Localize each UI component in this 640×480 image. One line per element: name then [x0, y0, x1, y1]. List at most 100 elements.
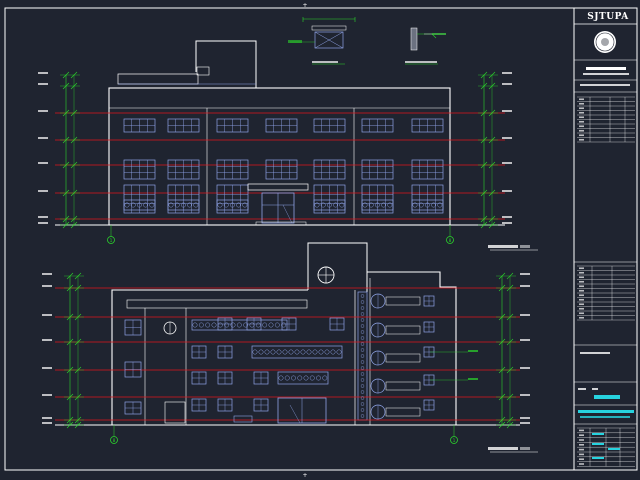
lower-window-panel	[277, 371, 329, 385]
title-block-table-upper	[577, 96, 635, 143]
level-tag	[520, 367, 530, 369]
upper-window	[216, 118, 249, 133]
grid-label-upper-right: 8	[449, 238, 452, 243]
title-block-signature-table	[577, 265, 635, 321]
stack-ornament	[360, 342, 365, 346]
stack-ornament	[360, 354, 365, 358]
upper-window	[313, 118, 346, 133]
dimension-column-upper-right	[478, 71, 498, 229]
dimension-column-lower-right	[496, 272, 516, 429]
title-block-table-bottom	[577, 427, 635, 467]
level-tag	[38, 72, 48, 74]
stack-ornament	[360, 414, 365, 418]
level-tag	[42, 394, 52, 396]
grid-label-lower-right: 1	[453, 438, 456, 443]
stack-ornament	[360, 372, 365, 376]
upper-window	[313, 184, 346, 214]
upper-window	[361, 159, 394, 180]
upper-window	[361, 184, 394, 214]
balcony	[370, 293, 421, 309]
level-tag	[502, 190, 512, 192]
level-tag	[502, 222, 512, 224]
bottom-center-mark: +	[302, 472, 307, 479]
level-tag	[38, 83, 48, 85]
lower-window	[217, 371, 233, 385]
upper-window	[123, 184, 156, 214]
stack-ornament	[360, 300, 365, 304]
lower-window	[423, 399, 435, 411]
upper-window	[361, 118, 394, 133]
stack-ornament	[360, 360, 365, 364]
level-tag	[38, 137, 48, 139]
title-block	[574, 23, 637, 467]
lower-window-grid	[124, 295, 435, 415]
lower-balcony-stack	[360, 293, 421, 420]
upper-window-panel	[411, 199, 444, 211]
stack-ornament	[360, 348, 365, 352]
level-tag	[38, 222, 48, 224]
upper-window-grid	[123, 118, 444, 214]
title-block-revision-table	[577, 96, 635, 143]
level-tag	[520, 417, 530, 419]
lower-window	[191, 345, 207, 359]
detail-section-left	[288, 17, 356, 65]
upper-window	[167, 159, 200, 180]
upper-window-panel	[216, 199, 249, 211]
lower-window	[253, 371, 269, 385]
level-tag	[42, 339, 52, 341]
lower-window	[423, 295, 435, 307]
upper-elevation: 1 8	[38, 40, 538, 251]
lower-window	[423, 321, 435, 333]
title-block-accent	[608, 448, 620, 450]
level-tag	[520, 273, 530, 275]
grid-marker-upper-right	[446, 236, 454, 244]
stack-ornament	[360, 402, 365, 406]
upper-window	[411, 159, 444, 180]
stack-ornament	[360, 306, 365, 310]
lower-window	[191, 398, 207, 412]
level-tag	[520, 394, 530, 396]
lower-elevation: 8 1	[42, 242, 538, 453]
upper-window	[265, 159, 298, 180]
level-tag	[38, 190, 48, 192]
upper-window	[216, 159, 249, 180]
title-block-accent	[592, 443, 604, 445]
lower-window	[329, 317, 345, 331]
lower-window	[253, 398, 269, 412]
title-block-table-lower	[577, 265, 635, 321]
stack-ornament	[360, 294, 365, 298]
stack-ornament	[360, 384, 365, 388]
balcony	[370, 350, 421, 366]
top-center-mark: +	[302, 2, 307, 9]
lower-window-panel	[251, 345, 343, 359]
grid-marker-lower-right	[450, 436, 458, 444]
stack-ornament	[360, 366, 365, 370]
lower-level-lines	[55, 287, 520, 421]
grid-marker-lower-left	[110, 436, 118, 444]
level-tag	[502, 72, 512, 74]
upper-window-panel	[167, 199, 200, 211]
upper-window-panel	[313, 199, 346, 211]
stack-ornament	[360, 330, 365, 334]
dimension-column-lower-left	[64, 272, 84, 429]
institution-seal	[594, 31, 616, 53]
stack-ornament	[360, 390, 365, 394]
detail-section-right	[405, 27, 446, 65]
upper-window-panel	[361, 199, 394, 211]
stack-ornament	[360, 318, 365, 322]
upper-window	[216, 184, 249, 214]
upper-window	[411, 118, 444, 133]
stack-ornament	[360, 396, 365, 400]
lower-window	[124, 401, 142, 415]
title-block-accent	[592, 457, 604, 459]
level-tag	[38, 162, 48, 164]
grid-marker-upper-left	[107, 236, 115, 244]
upper-window	[123, 118, 156, 133]
title-block-logo: SJTUPA	[587, 12, 629, 22]
upper-window	[123, 159, 156, 180]
stack-ornament	[360, 378, 365, 382]
level-tag	[42, 417, 52, 419]
lower-window	[191, 371, 207, 385]
level-tag	[502, 110, 512, 112]
